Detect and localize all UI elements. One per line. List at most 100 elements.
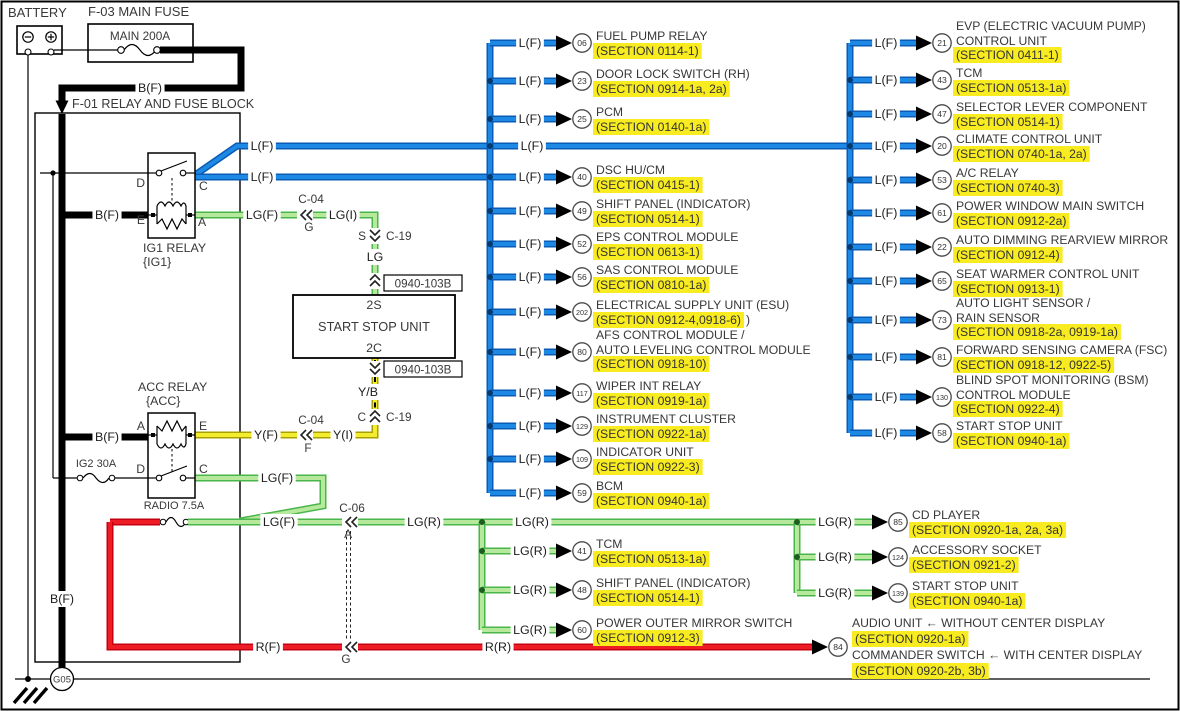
inline-connector-icon — [369, 368, 381, 376]
wire-label: L(F) — [521, 139, 544, 153]
wire-label-bg — [248, 169, 276, 185]
ground-symbol-icon — [12, 686, 29, 705]
battery-negative-icon — [22, 31, 34, 43]
junction-dot — [794, 554, 800, 560]
wire-bf — [58, 46, 245, 101]
wire-label: L(F) — [875, 426, 898, 440]
section-highlight — [593, 211, 703, 227]
connector-number-circle — [572, 201, 592, 221]
inline-connector-icon — [350, 641, 358, 653]
connector-id: C-04 — [298, 413, 324, 427]
section-highlight — [593, 426, 710, 442]
connector-pin: C — [357, 410, 366, 424]
g05-ground-circle — [49, 666, 75, 692]
wire-label-bg — [872, 72, 900, 88]
component-name: BCM — [596, 479, 623, 493]
section-ref: (SECTION 0140-1a) — [596, 120, 706, 134]
wire-label: R(F) — [256, 640, 281, 654]
component-name: AFS CONTROL MODULE / — [596, 328, 745, 342]
branch-arrow-icon — [556, 73, 572, 89]
junction-dot — [847, 394, 853, 400]
section-highlight — [953, 80, 1070, 96]
wire-label-bg — [516, 169, 544, 185]
branch-arrow-icon — [916, 389, 932, 405]
connector-number: 85 — [893, 517, 903, 527]
section-highlight — [953, 146, 1090, 162]
component-name: EPS CONTROL MODULE — [596, 230, 738, 244]
component-name: TCM — [596, 537, 622, 551]
wire-label-bg — [516, 485, 544, 501]
wire-label: R(R) — [485, 640, 511, 654]
connector-number-circle — [572, 449, 592, 469]
wire-y-ssu — [195, 358, 377, 437]
wire-label: L(F) — [519, 204, 542, 218]
connector-number-circle — [932, 271, 952, 291]
wire-label: L(F) — [519, 345, 542, 359]
section-highlight — [909, 557, 1019, 573]
section-ref: (SECTION 0810-1a) — [596, 278, 706, 292]
connector-number-circle — [932, 423, 952, 443]
connector-number-circle — [932, 136, 952, 156]
wire-label: L(F) — [519, 36, 542, 50]
component-name: INDICATOR UNIT — [596, 445, 694, 459]
junction-dot — [487, 208, 493, 214]
branch-arrow-icon — [916, 205, 932, 221]
ig2-fuse-element — [82, 472, 110, 484]
ground-id: G05 — [53, 675, 71, 686]
connector-number: 20 — [937, 141, 947, 151]
wire-label-bg — [516, 451, 544, 467]
wire-label: LG(I) — [329, 208, 357, 222]
inline-connector-icon — [350, 516, 358, 528]
section-highlight — [852, 631, 969, 647]
wire-label: L(F) — [251, 170, 274, 184]
branch-arrow-icon — [916, 72, 932, 88]
section-highlight — [953, 47, 1062, 63]
relay-terminal — [151, 433, 155, 437]
section-ref: (SECTION 0918-10) — [596, 357, 706, 371]
connector-pin: G — [341, 652, 350, 666]
connector-number-circle — [572, 342, 592, 362]
relay-coil — [156, 217, 187, 231]
connector-number-circle — [572, 483, 592, 503]
wire-label-bg — [815, 585, 855, 601]
relay-contact — [179, 169, 187, 177]
radio-fuse-element — [165, 516, 187, 528]
inline-connector-icon — [305, 209, 313, 221]
junction-dot — [479, 587, 485, 593]
wire-label: L(F) — [519, 386, 542, 400]
section-highlight — [593, 459, 703, 475]
connector-number: 124 — [892, 553, 904, 562]
wire-label: LG — [367, 250, 384, 264]
component-name: START STOP UNIT — [912, 579, 1019, 593]
wire-label: B(F) — [50, 592, 74, 606]
branch-arrow-icon — [872, 514, 888, 530]
wire-label-bg — [92, 207, 122, 223]
junction-dot — [794, 519, 800, 525]
connector-number: 48 — [577, 585, 587, 595]
component-name: FORWARD SENSING CAMERA (FSC) — [956, 343, 1167, 357]
connector-id: C-06 — [339, 501, 365, 515]
junction-dot — [487, 423, 493, 429]
connector-ref-box — [383, 360, 463, 378]
battery-label: BATTERY — [8, 5, 67, 20]
inline-connector-icon — [369, 415, 381, 423]
connector-number: 60 — [577, 625, 587, 635]
wire-label: Y(F) — [254, 428, 278, 442]
connector-number: 52 — [577, 239, 587, 249]
connector-number-circle — [572, 109, 592, 129]
component-name: COMMANDER SWITCH ← WITH CENTER DISPLAY — [852, 648, 1142, 662]
wire-label-bg — [516, 111, 544, 127]
connector-number: 21 — [937, 38, 947, 48]
acc-relay-name: ACC RELAY — [138, 380, 207, 394]
connector-number-circle — [572, 234, 592, 254]
branch-arrow-icon — [916, 349, 932, 365]
component-name: TCM — [956, 66, 982, 80]
branch-arrow-icon — [556, 582, 572, 598]
section-ref: (SECTION 0922-4) — [956, 402, 1060, 416]
branch-arrow-icon — [556, 485, 572, 501]
section-ref: (SECTION 0913-1) — [956, 282, 1060, 296]
relay-pin-label: E — [137, 213, 145, 227]
wire-label: LG(R) — [818, 586, 852, 600]
component-name: CLIMATE CONTROL UNIT — [956, 132, 1103, 146]
